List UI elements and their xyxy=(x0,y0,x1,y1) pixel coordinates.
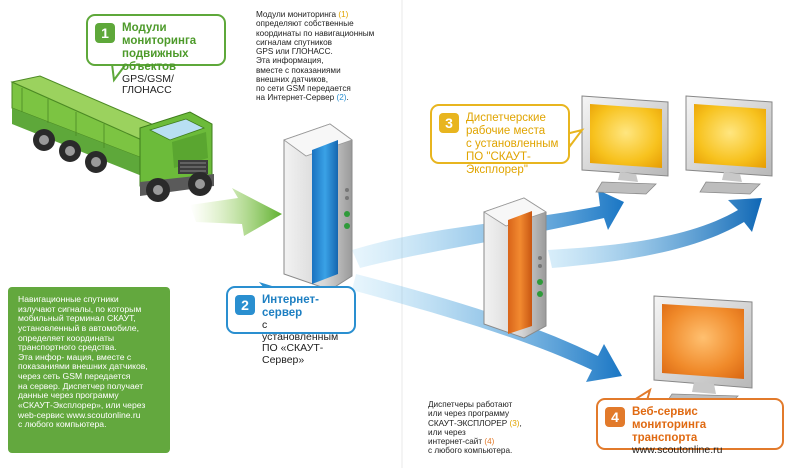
note-line: Диспетчеры работают xyxy=(428,400,513,409)
note-line: внешних датчиков, xyxy=(256,74,329,84)
note-line: по сети GSM передается xyxy=(256,84,351,94)
dispatch-monitor-2-icon xyxy=(685,95,773,195)
panel-line: излучают сигналы, по которым xyxy=(18,303,142,314)
note-line: GPS или ГЛОНАСС. xyxy=(256,47,333,57)
callout-subtitle: GPS/GSM/ГЛОНАСС xyxy=(122,72,174,97)
note-text: Модули мониторинга xyxy=(256,10,337,19)
note-line: вместе с показаниями xyxy=(256,65,341,75)
callout-dispatch-workstations: 3 Диспетчерские рабочие места с установл… xyxy=(430,104,570,176)
note-text: на Интернет-Сервер xyxy=(256,93,335,103)
note-line: с любого компьютера. xyxy=(428,446,513,456)
note-text: интернет-сайт xyxy=(428,437,483,447)
truck-icon xyxy=(10,75,214,202)
note-reference: (1) xyxy=(338,10,349,19)
note-line: или через xyxy=(428,427,466,437)
note-line: координаты по навигационным xyxy=(256,28,375,38)
note-reference: (3) xyxy=(509,418,520,428)
callout-number: 3 xyxy=(439,113,459,133)
note-text: . xyxy=(346,93,349,103)
callout-title-line-2: транспорта xyxy=(632,431,698,444)
callout-title-line-1: Веб-сервис мониторинга xyxy=(632,406,707,431)
arrow-truck-to-server xyxy=(190,188,282,236)
callout-line-2: рабочие места xyxy=(466,124,546,137)
panel-line: транспортного средства. xyxy=(18,342,117,353)
callout-title-line-1: Модули мониторинга xyxy=(122,22,197,47)
panel-line: установленный в автомобиле, xyxy=(18,322,139,333)
note-line: или через программу xyxy=(428,409,510,419)
web-monitor-icon xyxy=(653,295,753,409)
panel-line: показаниями внешних датчиков, xyxy=(18,361,148,372)
callout-number: 4 xyxy=(605,407,625,427)
overview-panel: Навигационные спутники излучают сигналы,… xyxy=(8,287,170,453)
panel-line: с любого компьютера. xyxy=(18,419,107,430)
callout-internet-server: 2 Интернет-сервер с установленным ПО «СК… xyxy=(226,286,356,366)
note-line: сигналам спутников xyxy=(256,37,333,47)
panel-line: через сеть GSM передается xyxy=(18,371,131,381)
callout-url: www.scoutonline.ru xyxy=(632,443,723,456)
panel-line: на сервер. Диспетчер получает xyxy=(18,380,144,391)
note-line: определяют собственные xyxy=(256,19,354,29)
internet-server-icon xyxy=(283,123,353,291)
callout-number: 2 xyxy=(235,295,255,315)
panel-line: определяет координаты xyxy=(18,332,115,343)
arrow-server-to-webservice xyxy=(352,274,622,382)
callout-line-1: Диспетчерские xyxy=(466,112,546,124)
callout-line-1: с установленным xyxy=(262,318,339,343)
panel-line: «СКАУТ-Эксплорер», или через xyxy=(18,399,146,410)
note-reference: (2) xyxy=(336,93,347,103)
note-text: СКАУТ-ЭКСПЛОРЕР xyxy=(428,418,508,428)
panel-line: Эта инфор- мация, вместе с xyxy=(18,351,132,362)
callout-title-line-2: подвижных объектов xyxy=(122,47,189,73)
dispatch-monitor-1-icon xyxy=(581,95,669,195)
arrow-server-to-dispatch-2 xyxy=(548,198,762,268)
note-line: Эта информация, xyxy=(256,56,324,66)
callout-number: 1 xyxy=(95,23,115,43)
panel-line: Навигационные спутники xyxy=(18,294,119,304)
web-server-icon xyxy=(483,197,547,339)
panel-line: мобильный терминал СКАУТ, xyxy=(18,313,136,324)
note-text: , xyxy=(519,418,522,428)
bottom-description: Диспетчеры работают или через программу … xyxy=(428,400,558,456)
callout-line-2: ПО «СКАУТ-Сервер» xyxy=(262,342,324,366)
callout-web-service: 4 Веб-сервис мониторинга транспорта www.… xyxy=(596,398,784,455)
panel-line: web-сервис www.scoutonline.ru xyxy=(18,409,141,420)
callout-line-4: ПО "СКАУТ-Эксплорер" xyxy=(466,150,531,176)
panel-line: данные через программу xyxy=(18,390,119,401)
callout-line-3: с установленным xyxy=(466,137,559,150)
top-description: Модули мониторинга (1) определяют собств… xyxy=(256,10,386,103)
callout-monitoring-modules: 1 Модули мониторинга подвижных объектов … xyxy=(86,14,226,96)
note-reference: (4) xyxy=(484,437,495,447)
callout-title: Интернет-сервер xyxy=(262,294,319,319)
